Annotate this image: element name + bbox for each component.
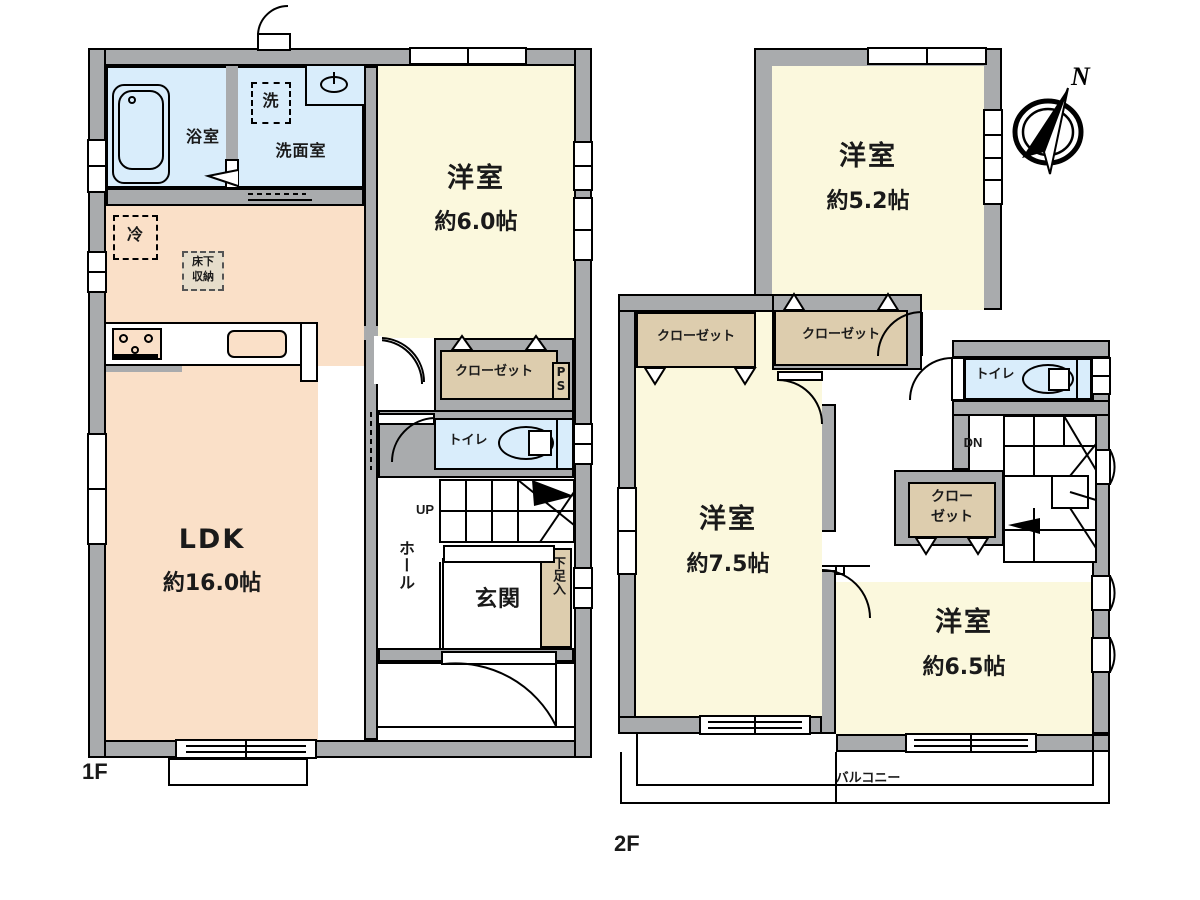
label-closet-2f-small-line2: ゼット	[931, 509, 973, 525]
label-toilet-1f: トイレ	[448, 433, 488, 448]
wall-1f-top	[88, 48, 592, 66]
label-bedroom-1f: 洋室	[447, 163, 505, 194]
wall-1f-left	[88, 48, 106, 758]
label-bedroom-75: 洋室	[699, 504, 757, 535]
label-bedroom-52: 洋室	[839, 141, 897, 172]
toilet-partition-2f	[1076, 358, 1078, 400]
label-stairs-dn: DN	[963, 435, 983, 450]
label-washroom: 洗面室	[275, 141, 327, 160]
label-balcony: バルコニー	[835, 771, 901, 786]
label-underfloor-line1: 床下	[192, 255, 214, 268]
wall-2f-left	[618, 294, 636, 734]
compass-rose: N	[1012, 62, 1091, 175]
label-toilet-2f: トイレ	[975, 367, 1015, 382]
bathtub-inner	[118, 90, 164, 170]
vanity-faucet-icon	[333, 72, 335, 84]
label-bath: 浴室	[185, 127, 220, 146]
compass-north-label: N	[1070, 62, 1091, 91]
balcony-inner-outline	[636, 734, 1094, 786]
wall-2f-toiletband-top	[952, 340, 1110, 358]
underfloor-storage	[182, 251, 224, 291]
label-ps-line2: S	[556, 379, 566, 393]
wall-1f-bottom	[88, 740, 592, 758]
toilet-tank-1f	[528, 430, 552, 456]
stairs-1f	[440, 480, 574, 542]
wall-1f-hall-bottom	[378, 648, 574, 662]
label-closet-1f: クローゼット	[454, 364, 533, 379]
door-1f-bedroom	[374, 336, 426, 385]
wall-2f-toilet-bottom	[952, 400, 1110, 416]
label-bedroom-1f-area: 約6.0帖	[434, 210, 518, 235]
label-closet-2f-small-line1: クロー	[931, 489, 973, 505]
label-floor-1f: 1F	[82, 759, 108, 784]
label-bedroom-65: 洋室	[935, 607, 993, 638]
door-1f-washroom-entry	[257, 4, 291, 51]
room-bedroom-1f-fill	[378, 66, 574, 338]
label-refrigerator: 冷	[126, 225, 144, 244]
label-bedroom-52-area: 約5.2帖	[826, 189, 910, 214]
label-shoe-box: 下足入	[550, 556, 565, 595]
wall-1f-right	[574, 48, 592, 758]
label-underfloor-line2: 収納	[192, 270, 214, 283]
washer-slot	[251, 82, 291, 124]
kitchen-sink	[227, 330, 287, 358]
bathtub-drain-icon	[128, 96, 136, 104]
label-ps-line1: P	[556, 365, 566, 379]
balcony-outline	[620, 752, 1110, 804]
wall-2f-bottom-left	[618, 716, 836, 734]
cooktop-burner-1	[119, 334, 128, 343]
porch-box	[378, 662, 574, 728]
wall-1f-bedroom-sill	[364, 326, 378, 340]
wall-1f-bath-right	[226, 66, 238, 160]
closet-2f-left	[636, 312, 756, 368]
kitchen-counter-side	[300, 322, 318, 382]
room-bedroom-52-fill	[772, 66, 984, 310]
room-bedroom-65-fill	[836, 582, 1092, 734]
refrigerator-slot	[113, 215, 158, 260]
label-ldk: LDK	[178, 524, 246, 555]
toilet-tank-2f	[1048, 368, 1070, 391]
cooktop-grill	[114, 354, 158, 359]
wall-1f-water-bottom	[106, 188, 364, 206]
wall-2f-center-vert2	[820, 404, 836, 532]
label-bedroom-75-area: 約7.5帖	[686, 552, 770, 577]
label-bedroom-65-area: 約6.5帖	[922, 655, 1006, 680]
closet-2f-small	[908, 482, 996, 538]
cooktop-burner-3	[131, 346, 139, 354]
stairs-2f	[1004, 416, 1096, 562]
label-closet-2f-left: クローゼット	[656, 329, 735, 344]
wall-1f-ldk-right	[364, 66, 378, 740]
wall-2f-center-vert	[820, 570, 836, 734]
cooktop-burner-2	[144, 334, 153, 343]
shoe-box	[540, 548, 572, 648]
toilet-partition-1f	[556, 418, 558, 470]
label-entrance: 玄関	[474, 587, 521, 612]
label-hall: ホール	[396, 540, 415, 591]
label-washer: 洗	[262, 91, 280, 110]
ps-shaft	[552, 362, 570, 400]
label-floor-2f: 2F	[614, 831, 640, 856]
dimension-line-1f	[168, 758, 308, 786]
label-stairs-up: UP	[415, 502, 435, 517]
label-closet-2f-mid: クローゼット	[801, 327, 880, 342]
label-ldk-area: 約16.0帖	[162, 571, 262, 596]
